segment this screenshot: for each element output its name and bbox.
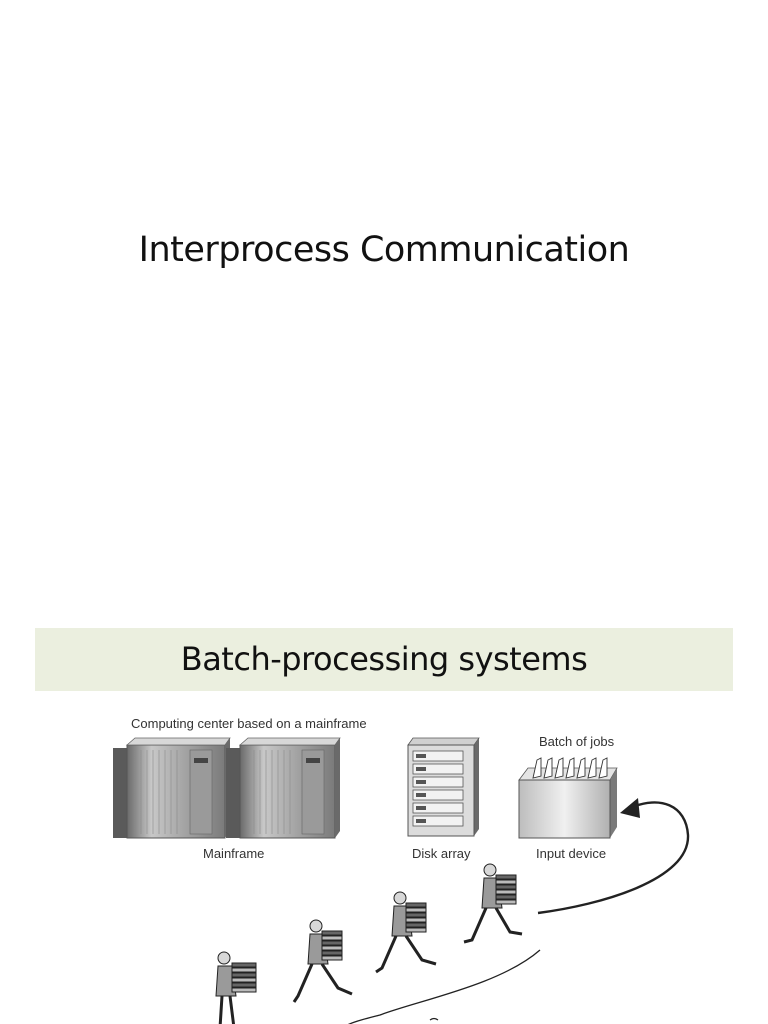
batch-cards [532,757,608,779]
disk-array [407,737,480,837]
input-device-label: Input device [536,846,607,861]
slide-header-band: Batch-processing systems [35,628,733,691]
batch-of-jobs-label: Batch of jobs [539,734,615,749]
operator-figure-2 [375,891,437,974]
operator-figure-4 [215,951,257,1024]
flow-arrow [537,798,690,915]
mainframe-label: Mainframe [203,846,265,861]
walk-path [347,949,541,1024]
mainframe-cabinet-1 [113,737,231,839]
mainframe-cabinet-2 [226,737,341,839]
disk-array-label: Disk array [412,846,471,861]
slide-title: Interprocess Communication [138,230,630,270]
input-device [518,757,618,839]
section-title: Batch-processing systems [180,640,588,678]
operator-figure-1 [463,863,523,944]
operator-figure-3 [292,919,353,1003]
diagram-caption: Computing center based on a mainframe [131,716,367,731]
